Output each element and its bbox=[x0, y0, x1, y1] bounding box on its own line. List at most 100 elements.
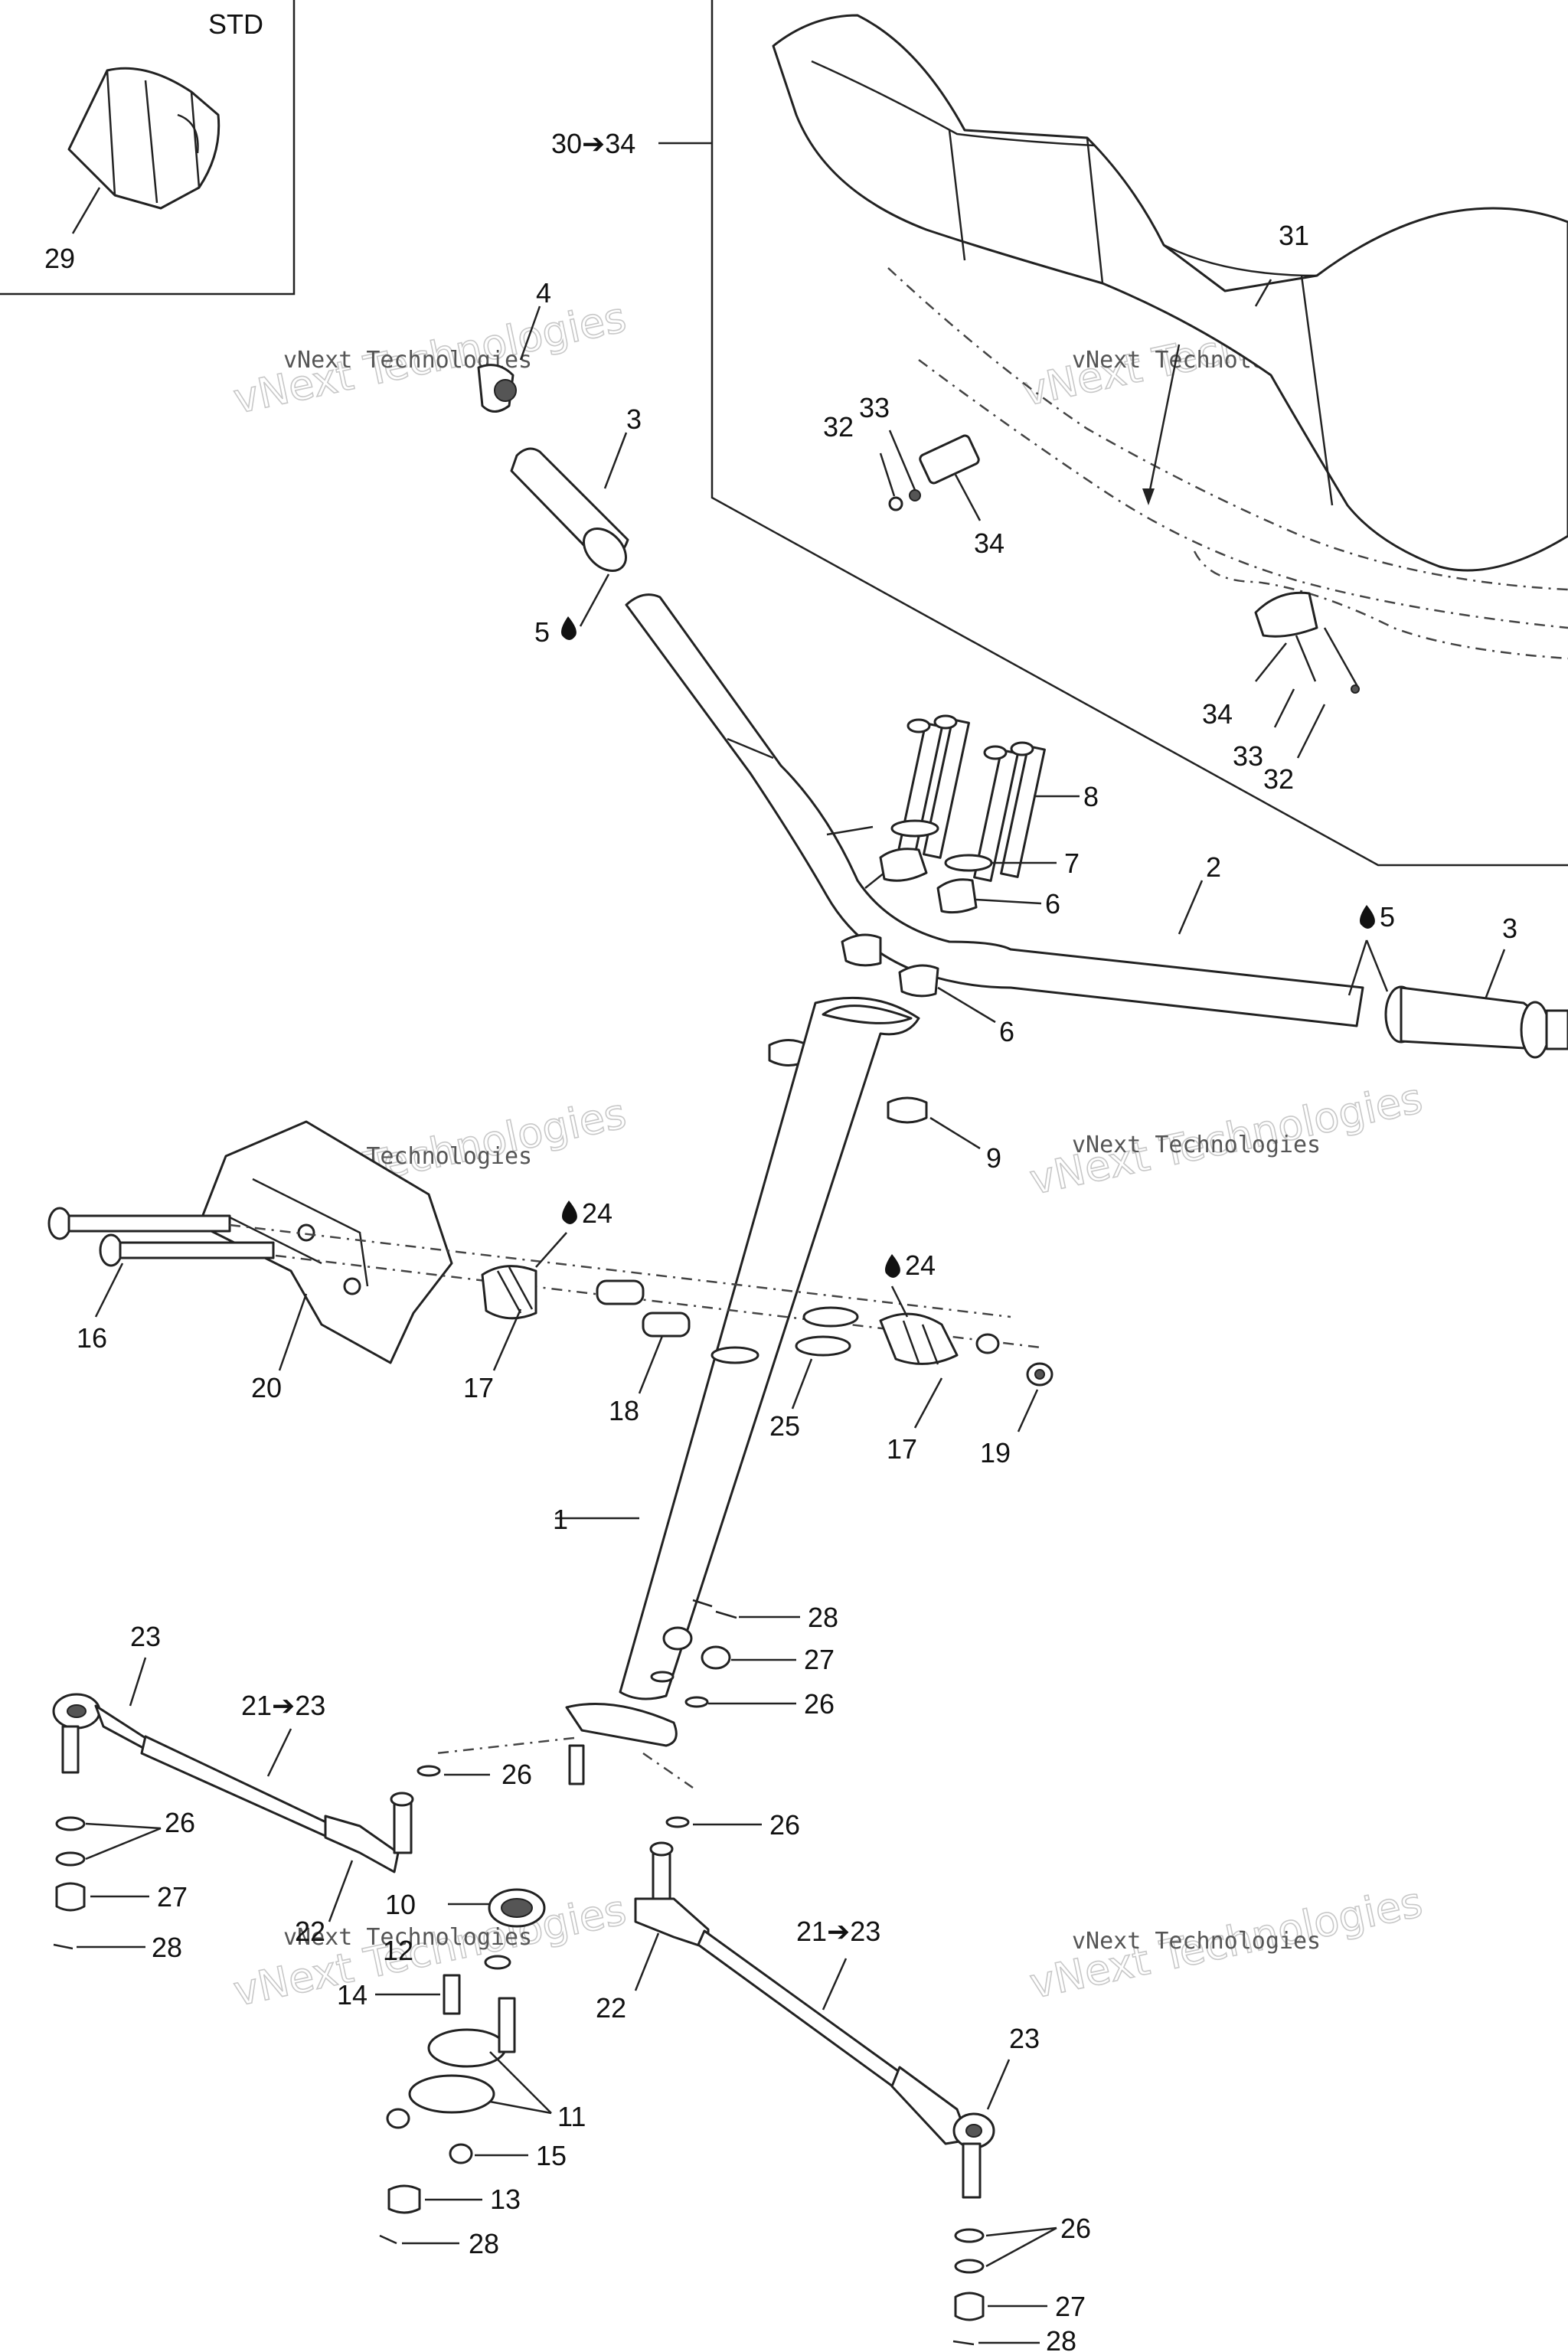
leader-line bbox=[1017, 1389, 1039, 1432]
washer-26-left bbox=[416, 1765, 441, 1777]
bar-end-weight bbox=[477, 364, 517, 413]
callout-27: 27 bbox=[1055, 2291, 1086, 2322]
leader-line bbox=[822, 1958, 848, 2011]
callout-10: 10 bbox=[385, 1889, 416, 1920]
callout-26: 26 bbox=[1060, 2213, 1091, 2244]
grease-marker-5-left: 5 bbox=[534, 573, 610, 648]
nut-13 bbox=[387, 2184, 421, 2214]
leader-line bbox=[489, 2051, 552, 2114]
hand-guard-part bbox=[67, 67, 220, 210]
callout-26: 26 bbox=[804, 1688, 835, 1720]
guard-clamp-upper bbox=[888, 434, 980, 511]
leader-line bbox=[1348, 939, 1368, 996]
leader-line bbox=[519, 305, 541, 361]
callout-34: 34 bbox=[974, 528, 1004, 559]
leader-line bbox=[1273, 688, 1295, 728]
spacer-rings bbox=[710, 1306, 859, 1364]
callout-27: 27 bbox=[157, 1881, 188, 1913]
kit-inset: 30➔34 31 32 33 34 bbox=[551, 0, 1568, 867]
callout-17: 17 bbox=[887, 1433, 917, 1465]
callout-14: 14 bbox=[337, 1979, 368, 2011]
leader-line bbox=[879, 452, 896, 497]
callout-34: 34 bbox=[1202, 698, 1233, 730]
leader-line bbox=[1178, 880, 1204, 935]
callout-32: 32 bbox=[1263, 763, 1294, 795]
grease-marker-24-right: 24 bbox=[885, 1250, 936, 1318]
leader-line bbox=[1296, 704, 1326, 759]
grease-drop-icon bbox=[561, 616, 577, 640]
center-line bbox=[436, 1736, 575, 1755]
tie-rod-right bbox=[634, 1841, 995, 2199]
callout-28: 28 bbox=[469, 2228, 499, 2259]
callout-8: 8 bbox=[1083, 781, 1099, 812]
callout-6: 6 bbox=[1045, 888, 1060, 920]
callout-7: 7 bbox=[1064, 848, 1080, 879]
callout-33: 33 bbox=[859, 392, 890, 423]
callout-6: 6 bbox=[999, 1016, 1014, 1047]
pivot-clamp-left bbox=[481, 1265, 537, 1320]
leader-line bbox=[328, 1860, 354, 1922]
leader-line bbox=[85, 1827, 162, 1860]
callout-20: 20 bbox=[251, 1372, 282, 1403]
inset-border bbox=[710, 0, 1568, 867]
callout-23: 23 bbox=[130, 1621, 161, 1652]
tie-rod-left-hardware bbox=[53, 1816, 86, 1950]
leader-line bbox=[929, 1116, 981, 1150]
leader-line bbox=[985, 2226, 1057, 2237]
callout-5: 5 bbox=[1380, 901, 1395, 933]
leader-line bbox=[278, 1293, 308, 1371]
callout-16: 16 bbox=[77, 1322, 107, 1354]
callout-17: 17 bbox=[463, 1372, 494, 1403]
watermark-text: vNext Technologies bbox=[283, 1924, 532, 1951]
washers-upper bbox=[650, 1671, 709, 1708]
leader-line bbox=[1254, 279, 1272, 307]
leader-line bbox=[1255, 642, 1287, 682]
stud-14 bbox=[443, 1974, 461, 2015]
leader-line bbox=[129, 1657, 147, 1707]
bearing-10 bbox=[488, 1888, 546, 1928]
leader-line bbox=[489, 2100, 552, 2115]
grease-marker-5-right: 5 bbox=[1348, 901, 1395, 996]
leader-line bbox=[492, 1308, 522, 1371]
leader-line bbox=[1484, 949, 1506, 1000]
center-line bbox=[642, 1752, 694, 1789]
leader-line bbox=[85, 1822, 162, 1830]
leader-line bbox=[535, 1232, 567, 1268]
callout-28: 28 bbox=[808, 1602, 838, 1633]
callout-13: 13 bbox=[490, 2184, 521, 2215]
upper-clamps bbox=[879, 848, 978, 914]
callout-25: 25 bbox=[769, 1410, 800, 1442]
steering-column bbox=[565, 996, 920, 1785]
callout-27: 27 bbox=[804, 1644, 835, 1675]
leader-line bbox=[634, 1932, 660, 1991]
kit-label: 30➔34 bbox=[551, 128, 635, 159]
leader-line bbox=[986, 2059, 1011, 2110]
pivot-clamp-right bbox=[879, 1312, 1000, 1365]
leader-line bbox=[888, 430, 916, 491]
callout-22: 22 bbox=[295, 1916, 325, 1947]
callout-31: 31 bbox=[1279, 220, 1309, 251]
grease-drop-icon bbox=[885, 1254, 900, 1278]
callout-26: 26 bbox=[501, 1759, 532, 1790]
washer-26-right bbox=[665, 1816, 690, 1828]
callout-23: 23 bbox=[1009, 2023, 1040, 2054]
guard-clamp-lower bbox=[1254, 591, 1361, 694]
leader-line bbox=[913, 1377, 943, 1429]
watermark-text: vNext Technologies bbox=[1072, 1928, 1321, 1955]
support-bolts bbox=[47, 1207, 275, 1267]
callout-29: 29 bbox=[44, 243, 75, 274]
hand-guard-assembly bbox=[772, 14, 1568, 660]
leader-line bbox=[937, 986, 996, 1024]
leader-line bbox=[890, 1285, 909, 1318]
grip-left bbox=[510, 447, 629, 572]
leader-line bbox=[638, 1335, 664, 1394]
flange-11 bbox=[408, 1997, 516, 2114]
nuts-upper bbox=[662, 1626, 731, 1670]
tie-rod-right-hardware bbox=[952, 2228, 985, 2346]
callout-21-23: 21➔23 bbox=[241, 1690, 325, 1721]
grease-marker-24-left: 24 bbox=[535, 1197, 612, 1268]
leader-line bbox=[266, 1728, 292, 1777]
callout-5: 5 bbox=[534, 616, 550, 648]
leader-line bbox=[791, 1358, 813, 1410]
